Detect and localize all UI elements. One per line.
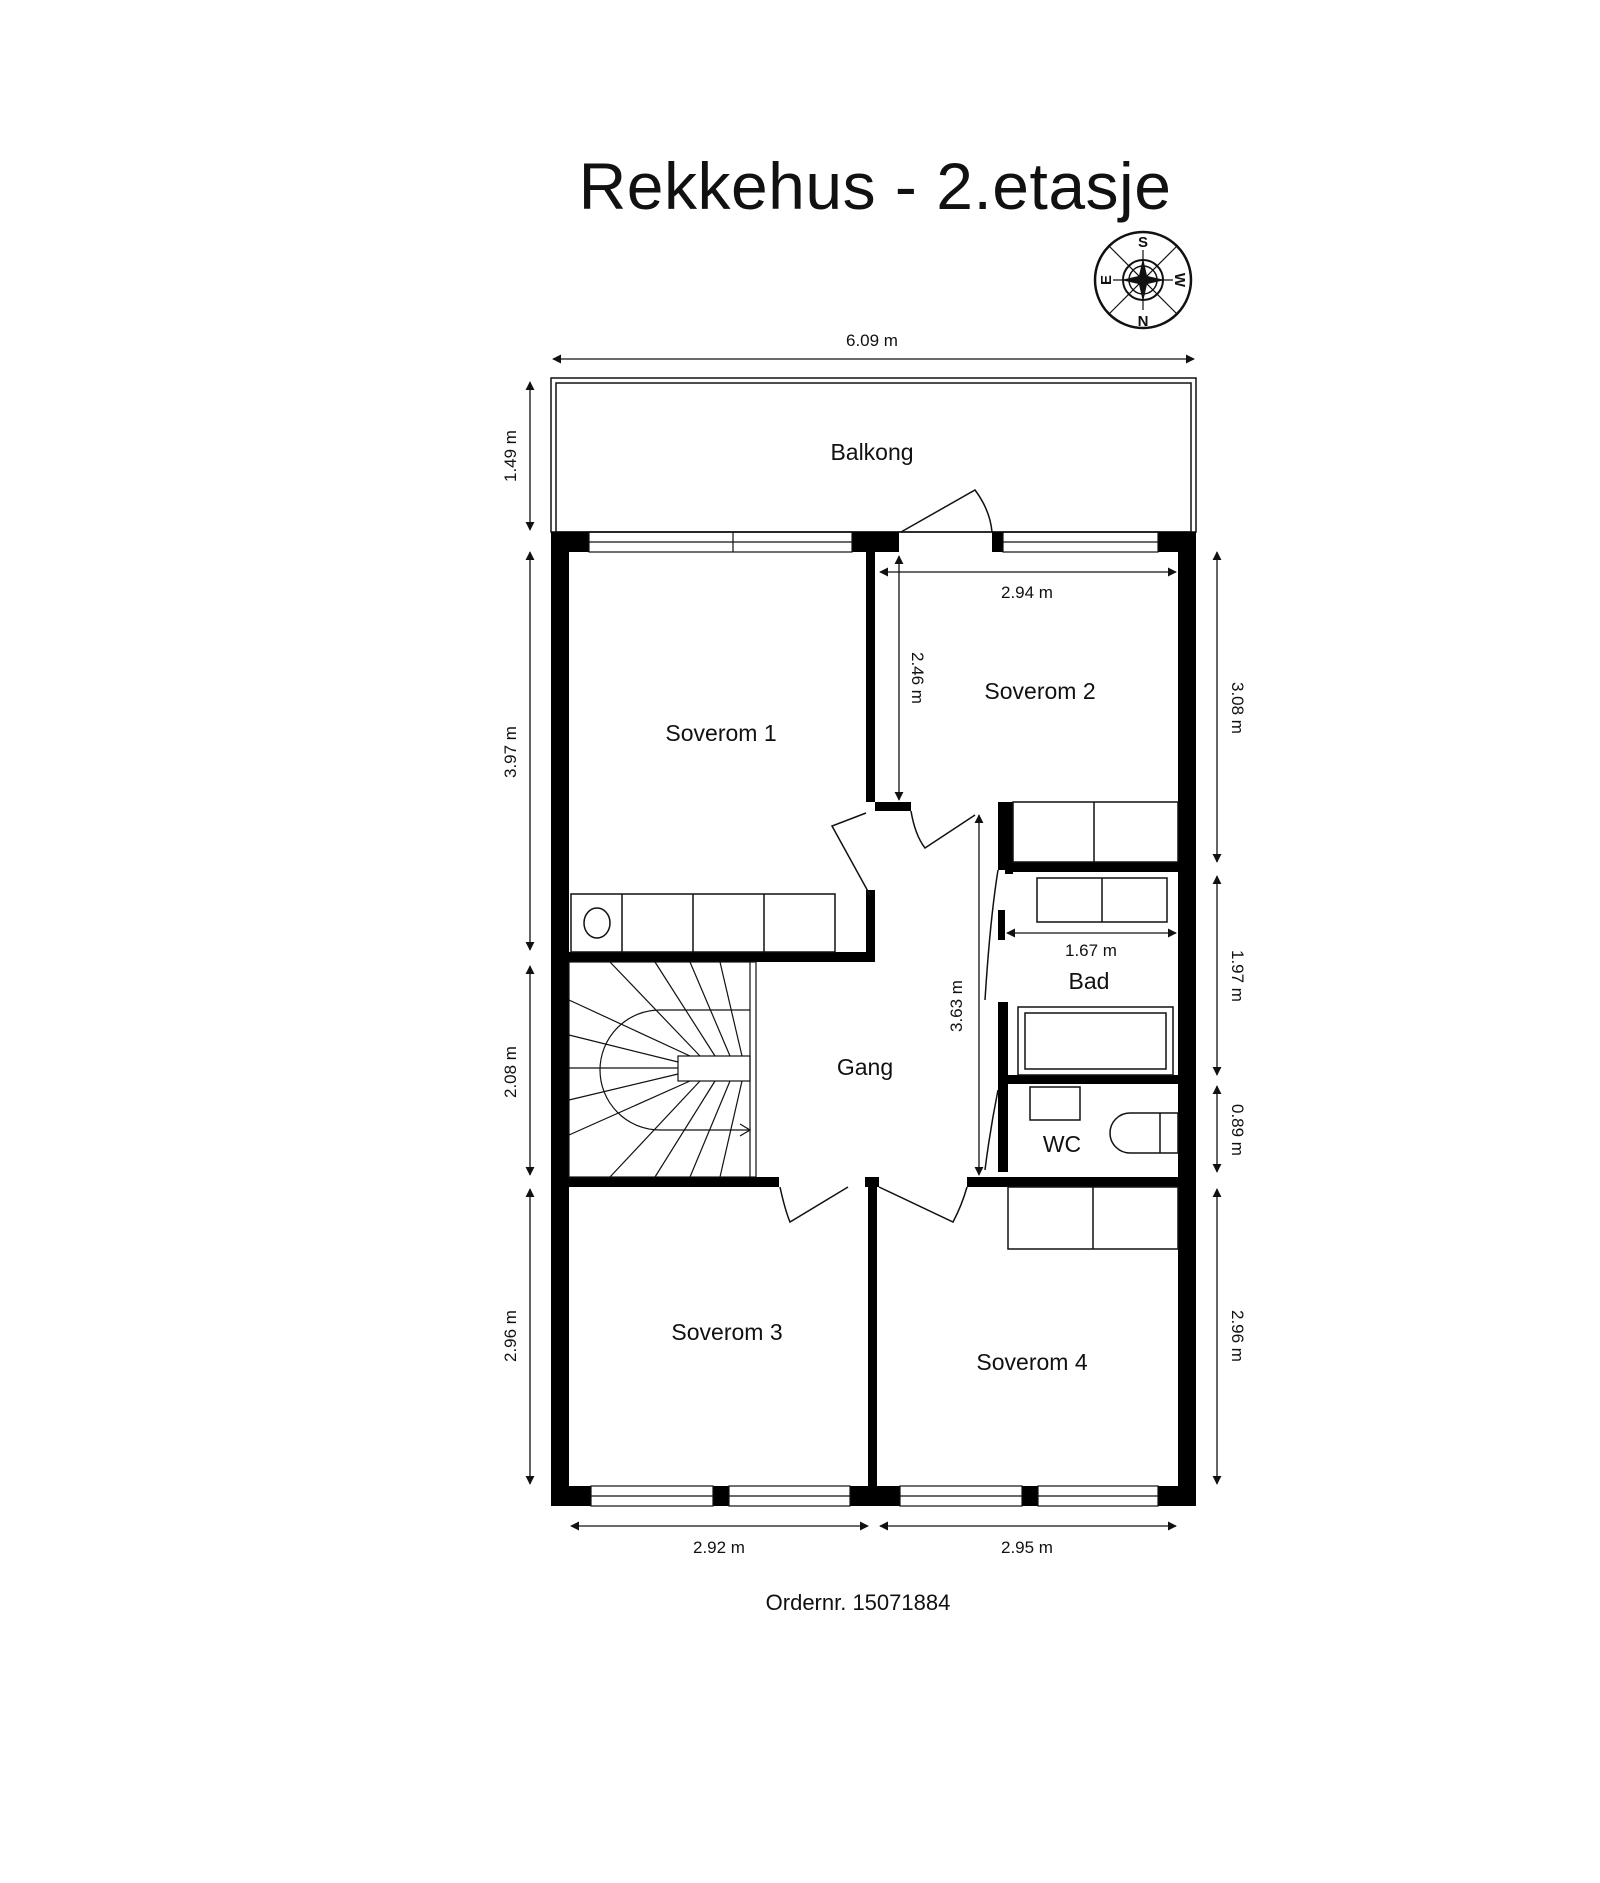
room-label-soverom-4: Soverom 4 [976,1349,1087,1375]
order-number: Ordernr. 15071884 [766,1590,951,1615]
windows [588,531,1159,1507]
compass-label-bottom: N [1138,313,1149,330]
dim-wc-height: 0.89 m [1228,1104,1247,1156]
dim-soverom1-height: 3.97 m [501,726,520,778]
room-label-gang: Gang [837,1054,893,1080]
room-label-balkong: Balkong [830,439,913,465]
page-title: Rekkehus - 2.etasje [578,149,1172,223]
dimension-lines [525,354,1222,1531]
dim-bad-height: 1.97 m [1228,950,1247,1002]
compass-rose-icon: S N E W [1093,230,1193,330]
room-label-bad: Bad [1069,968,1110,994]
room-label-wc: WC [1043,1131,1081,1157]
dim-right-top-height: 3.08 m [1228,682,1247,734]
dim-soverom2-width: 2.94 m [1001,583,1053,602]
dim-soverom2-height: 2.46 m [908,652,927,704]
dim-bad-width: 1.67 m [1065,941,1117,960]
compass-label-left: E [1098,275,1115,285]
walls [551,532,1196,1506]
dim-balcony-depth: 1.49 m [501,430,520,482]
compass-label-right: W [1171,273,1188,288]
dim-total-width: 6.09 m [846,331,898,350]
doors [779,489,999,1224]
dim-left-bottom-height: 2.96 m [501,1310,520,1362]
compass-label-top: S [1138,234,1148,251]
dim-soverom4-width: 2.95 m [1001,1538,1053,1557]
dim-gang-height: 3.63 m [947,980,966,1032]
dim-stair-height: 2.08 m [501,1046,520,1098]
staircase [568,961,757,1178]
dim-soverom3-width: 2.92 m [693,1538,745,1557]
room-label-soverom-1: Soverom 1 [665,720,776,746]
dim-right-bottom-height: 2.96 m [1228,1310,1247,1362]
fixtures [570,801,1179,1250]
room-label-soverom-3: Soverom 3 [671,1319,782,1345]
room-label-soverom-2: Soverom 2 [984,678,1095,704]
